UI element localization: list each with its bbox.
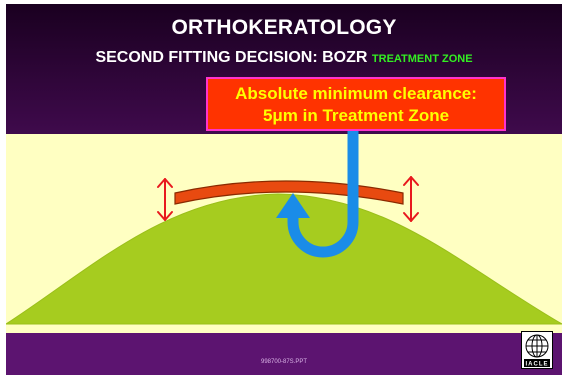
slide-subtitle: SECOND FITTING DECISION: BOZR TREATMENT … (6, 49, 562, 67)
callout-line-2: 5μm in Treatment Zone (208, 105, 504, 127)
clearance-callout: Absolute minimum clearance: 5μm in Treat… (206, 77, 506, 131)
footer-band (6, 333, 562, 375)
callout-line-1: Absolute minimum clearance: (208, 83, 504, 105)
subtitle-text: SECOND FITTING DECISION: BOZR (95, 49, 367, 66)
subtitle-tag: TREATMENT ZONE (372, 53, 473, 65)
slide-title: ORTHOKERATOLOGY (6, 16, 562, 40)
logo-text: IACLE (526, 362, 549, 368)
slide: ORTHOKERATOLOGY SECOND FITTING DECISION:… (6, 4, 562, 375)
globe-logo-icon: IACLE (521, 331, 553, 369)
file-reference: 998700-87S.PPT (6, 359, 562, 365)
